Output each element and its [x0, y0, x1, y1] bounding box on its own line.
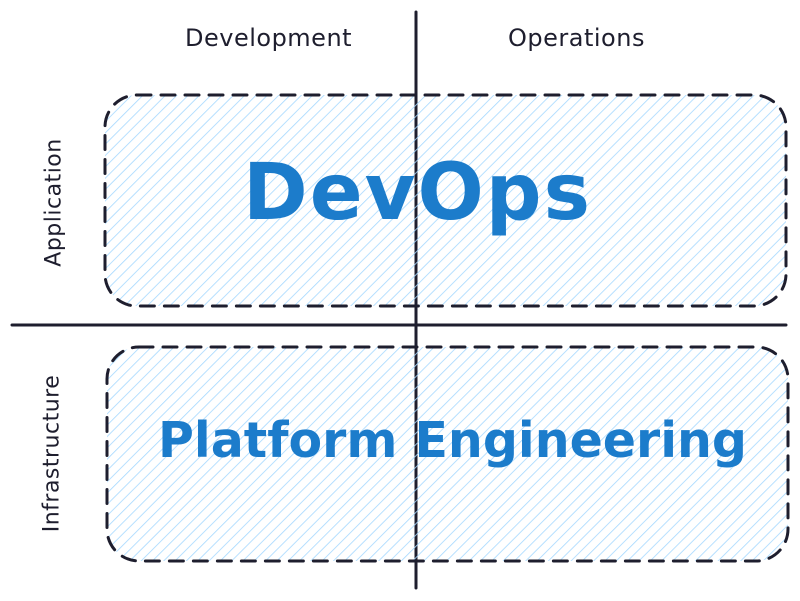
column-label-operations: Operations	[508, 24, 645, 52]
region-title-devops: DevOps	[243, 148, 593, 238]
devops-region-fill	[105, 95, 786, 306]
row-label-infrastructure: Infrastructure	[39, 374, 65, 533]
row-label-application: Application	[41, 138, 67, 267]
region-title-platform-engineering: Platform Engineering	[158, 412, 747, 469]
platform-engineering-region-border	[105, 345, 790, 563]
platform-engineering-region-fill	[107, 347, 788, 561]
column-label-development: Development	[185, 24, 353, 52]
